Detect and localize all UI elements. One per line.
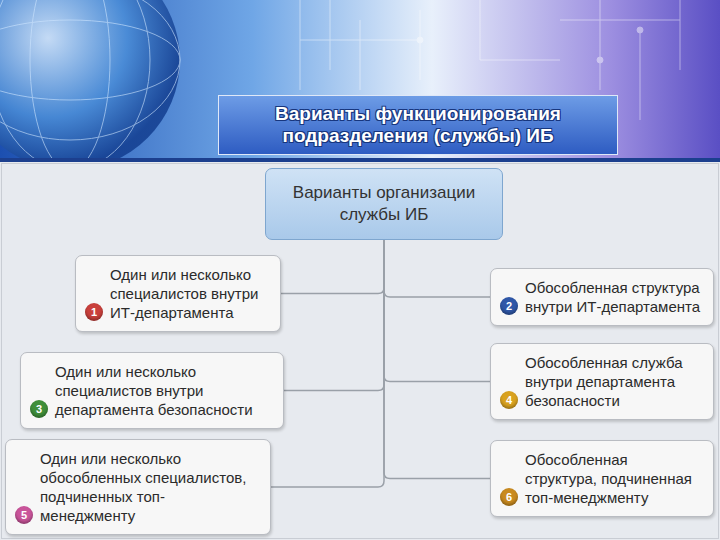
tree-connector — [271, 240, 384, 487]
callout-number: 2 — [500, 297, 518, 315]
option-box: Обособленная структура внутри ИТ-департа… — [490, 268, 714, 326]
option-label: Один или несколько специалистов внутри д… — [55, 362, 273, 419]
option-box: Обособленная служба внутри департамента … — [490, 343, 714, 420]
option-box: Один или несколько специалистов внутри И… — [75, 255, 281, 332]
option-label: Обособленная структура, подчиненная топ-… — [525, 450, 703, 507]
root-label: Варианты организации службы ИБ — [276, 182, 492, 226]
option-label: Обособленная структура внутри ИТ-департа… — [525, 278, 703, 316]
tree-connector — [284, 240, 384, 391]
tree-connector — [384, 240, 490, 479]
option-box: Один или несколько обособленных специали… — [5, 439, 271, 535]
tree-connector — [384, 240, 490, 297]
callout-number: 4 — [500, 391, 518, 409]
tree-connector — [384, 240, 490, 382]
option-label: Обособленная служба внутри департамента … — [525, 353, 703, 410]
option-label: Один или несколько обособленных специали… — [40, 449, 260, 525]
tree-connector — [281, 240, 384, 294]
title-bar: Варианты функционирования подразделения … — [218, 95, 618, 155]
slide-title: Варианты функционирования подразделения … — [219, 103, 617, 147]
option-box: Один или несколько специалистов внутри д… — [20, 352, 284, 429]
callout-number: 5 — [15, 506, 33, 524]
callout-number: 6 — [500, 488, 518, 506]
option-box: Обособленная структура, подчиненная топ-… — [490, 440, 714, 517]
callout-number: 1 — [85, 303, 103, 321]
option-label: Один или несколько специалистов внутри И… — [110, 265, 270, 322]
root-box: Варианты организации службы ИБ — [265, 168, 503, 240]
callout-number: 3 — [30, 400, 48, 418]
